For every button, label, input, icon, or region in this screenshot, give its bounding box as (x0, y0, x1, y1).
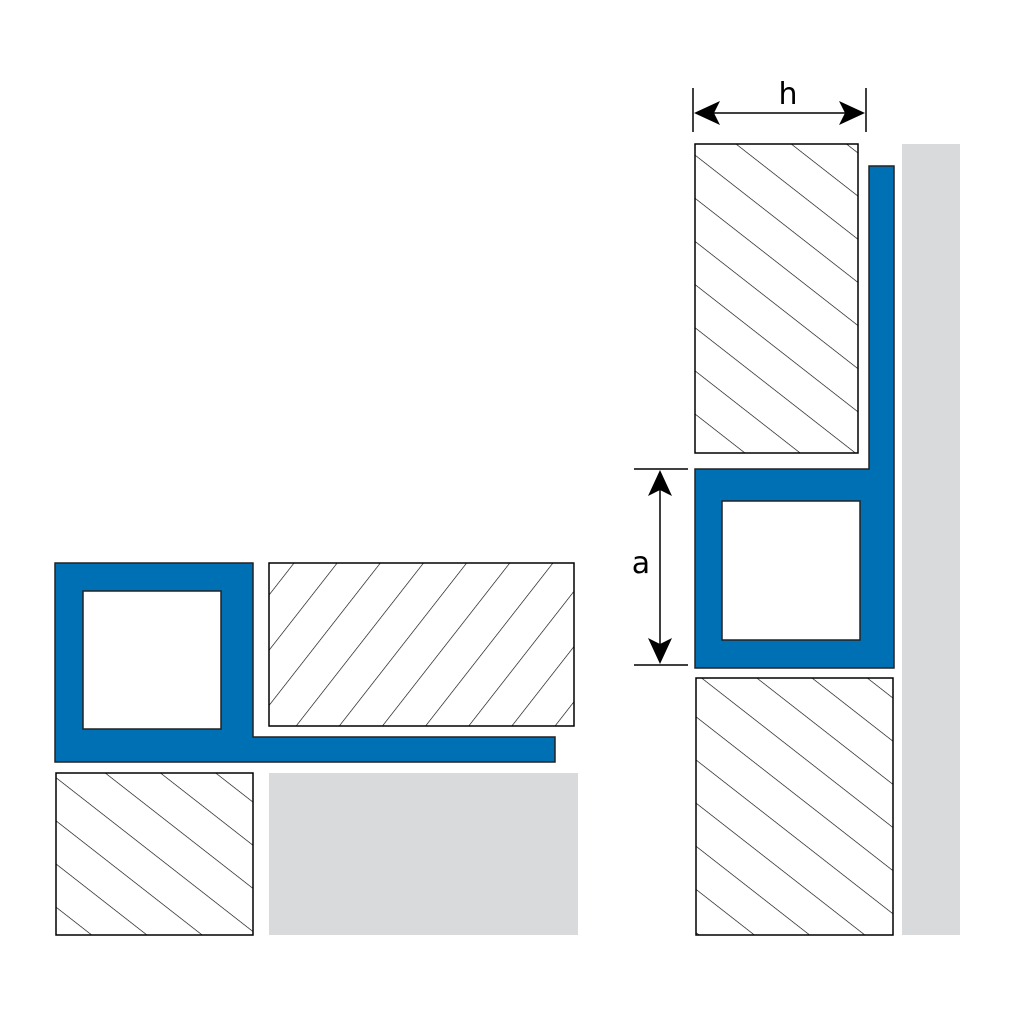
left-profile (54, 562, 556, 763)
right-top-tile (694, 143, 859, 454)
arrow-up-icon (648, 470, 672, 496)
arrow-left-icon (694, 101, 720, 125)
right-profile (694, 165, 895, 669)
right-bottom-tile (695, 677, 894, 936)
left-assembly (54, 562, 578, 936)
dimension-a: a (632, 468, 688, 666)
dimension-h-label: h (778, 77, 797, 112)
arrow-down-icon (648, 638, 672, 664)
left-bottom-tile (55, 772, 254, 936)
left-substrate (269, 773, 578, 935)
right-assembly (694, 143, 960, 936)
right-wall (902, 144, 960, 935)
dimension-a-label: a (632, 546, 650, 581)
dimension-h: h (692, 77, 867, 132)
left-top-tile (268, 562, 575, 727)
arrow-right-icon (839, 101, 865, 125)
